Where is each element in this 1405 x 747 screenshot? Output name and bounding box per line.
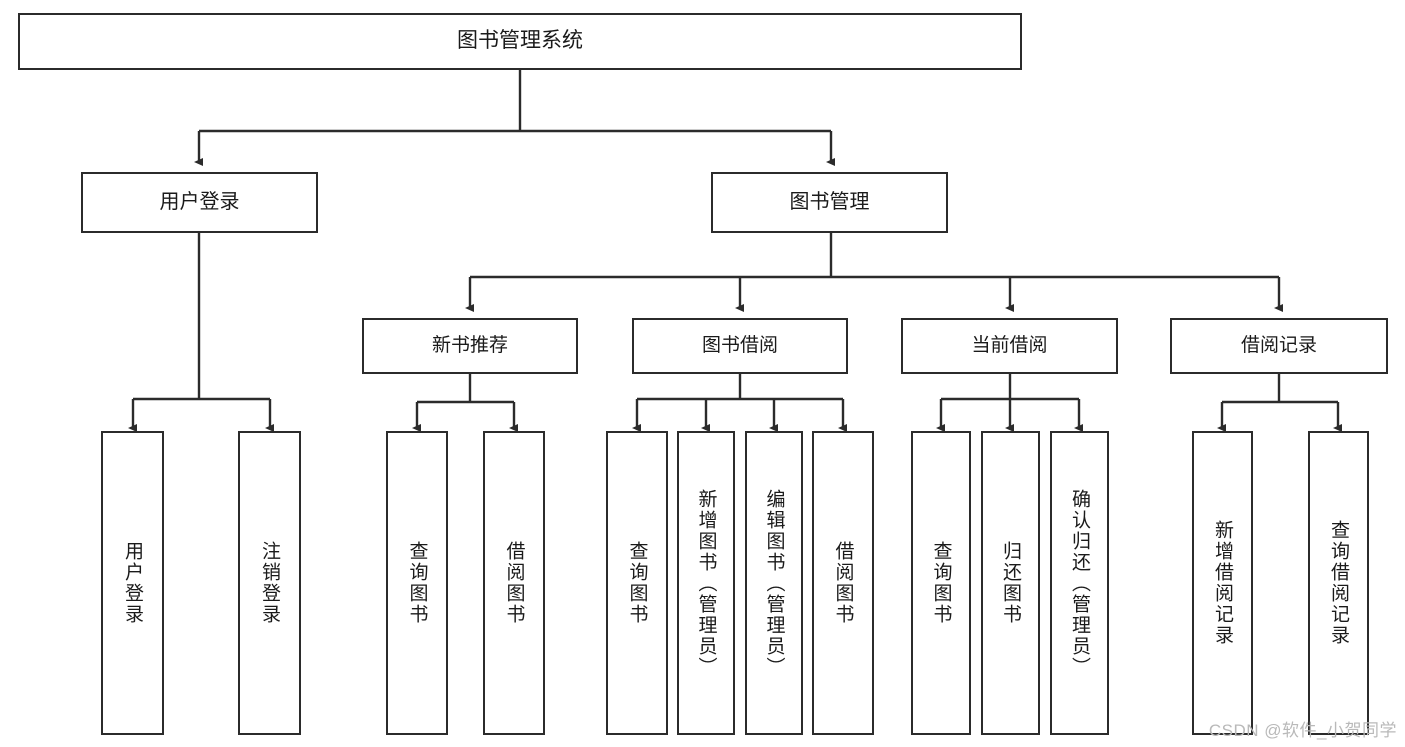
- node-new-book-recommend[interactable]: 新书推荐: [362, 318, 578, 374]
- node-label: 确认归还（管理员）: [1069, 488, 1090, 678]
- node-label: 查询借阅记录: [1328, 520, 1349, 646]
- node-label: 当前借阅: [971, 334, 1048, 356]
- leaf-records-add-record[interactable]: 新增借阅记录: [1192, 431, 1253, 735]
- node-label: 注销登录: [259, 541, 280, 625]
- node-label: 查询图书: [626, 541, 648, 625]
- csdn-watermark: CSDN @软件_小贺同学: [1208, 721, 1397, 740]
- leaf-borrow-borrow-book[interactable]: 借阅图书: [812, 431, 874, 735]
- node-label: 借阅记录: [1240, 334, 1317, 356]
- node-label: 查询图书: [406, 541, 428, 625]
- node-borrow-records[interactable]: 借阅记录: [1170, 318, 1388, 374]
- leaf-recommend-borrow-book[interactable]: 借阅图书: [483, 431, 545, 735]
- node-label: 新书推荐: [431, 334, 508, 356]
- leaf-user-login-logout[interactable]: 注销登录: [238, 431, 301, 735]
- node-book-management[interactable]: 图书管理: [711, 172, 948, 233]
- node-root-book-management-system[interactable]: 图书管理系统: [18, 13, 1022, 70]
- node-label: 查询图书: [930, 541, 952, 625]
- leaf-user-login-login[interactable]: 用户登录: [101, 431, 164, 735]
- leaf-current-return-book[interactable]: 归还图书: [981, 431, 1040, 735]
- node-label: 借阅图书: [503, 541, 525, 625]
- node-label: 图书借阅: [701, 334, 778, 356]
- node-label: 图书管理: [789, 190, 870, 213]
- leaf-borrow-query-book[interactable]: 查询图书: [606, 431, 668, 735]
- node-label: 新增借阅记录: [1212, 520, 1233, 646]
- node-label: 用户登录: [122, 541, 143, 625]
- node-current-borrow[interactable]: 当前借阅: [901, 318, 1118, 374]
- node-label: 归还图书: [1000, 541, 1021, 625]
- node-label: 编辑图书（管理员）: [763, 488, 785, 678]
- node-label: 用户登录: [159, 190, 240, 213]
- node-user-login[interactable]: 用户登录: [81, 172, 318, 233]
- leaf-current-query-book[interactable]: 查询图书: [911, 431, 971, 735]
- leaf-borrow-add-book-admin[interactable]: 新增图书（管理员）: [677, 431, 735, 735]
- leaf-current-confirm-return-admin[interactable]: 确认归还（管理员）: [1050, 431, 1109, 735]
- leaf-borrow-edit-book-admin[interactable]: 编辑图书（管理员）: [745, 431, 803, 735]
- leaf-recommend-query-book[interactable]: 查询图书: [386, 431, 448, 735]
- node-label: 借阅图书: [832, 541, 854, 625]
- node-book-borrow[interactable]: 图书借阅: [632, 318, 848, 374]
- node-label: 图书管理系统: [457, 29, 583, 53]
- node-label: 新增图书（管理员）: [695, 488, 717, 678]
- leaf-records-query-record[interactable]: 查询借阅记录: [1308, 431, 1369, 735]
